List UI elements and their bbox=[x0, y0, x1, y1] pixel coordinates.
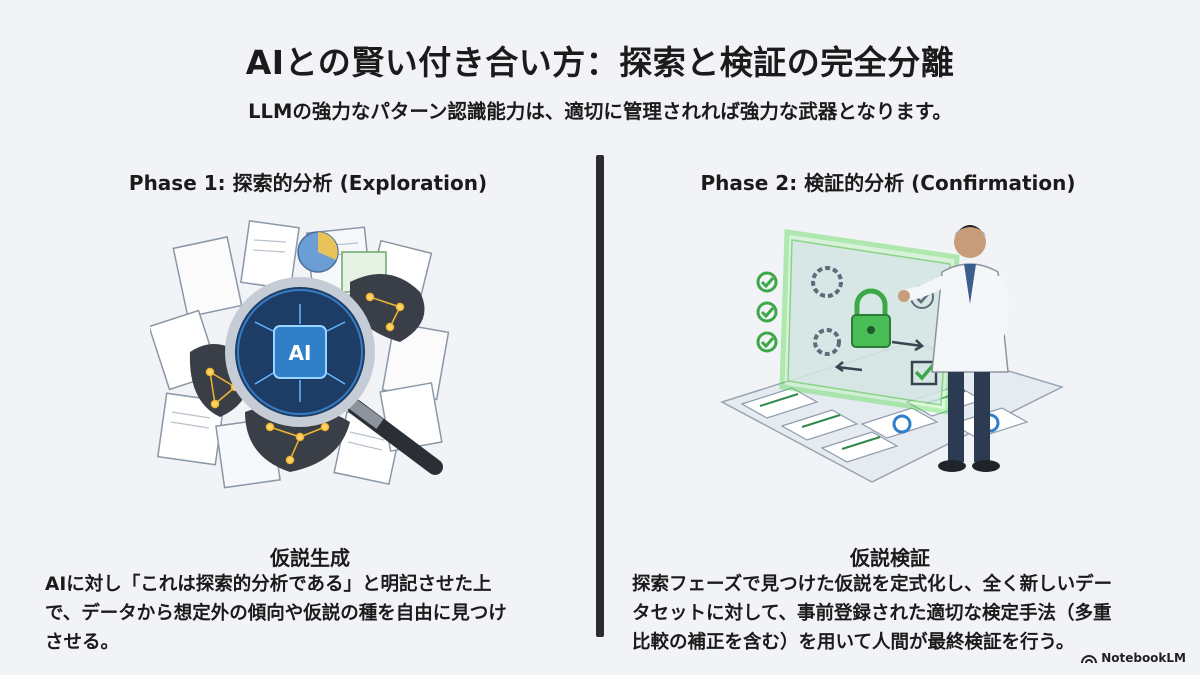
checklist-icon bbox=[756, 271, 778, 353]
scientist-icon bbox=[898, 225, 1010, 472]
phase2-description: 探索フェーズで見つけた仮説を定式化し、全く新しいデー タセットに対して、事前登録… bbox=[632, 570, 1172, 657]
phase1-description-line: で、データから想定外の傾向や仮説の種を自由に見つけ bbox=[45, 603, 507, 624]
phase2-description-line: タセットに対して、事前登録された適切な検定手法（多重 bbox=[632, 603, 1112, 624]
magnifying-glass-icon: AI bbox=[225, 277, 443, 475]
notebooklm-logo-icon bbox=[1081, 655, 1098, 664]
gear-icon bbox=[811, 266, 843, 298]
phase2-title: Phase 2: 検証的分析 (Confirmation) bbox=[700, 171, 1076, 195]
lock-icon bbox=[851, 288, 891, 348]
column-divider bbox=[596, 155, 604, 637]
phase2-section-title: 仮説検証 bbox=[850, 546, 930, 570]
exploration-illustration: AI bbox=[150, 219, 450, 489]
phase1-description: AIに対し「これは探索的分析である」と明記させた上 で、データから想定外の傾向や… bbox=[45, 570, 565, 657]
phase1-description-line: AIに対し「これは探索的分析である」と明記させた上 bbox=[45, 574, 492, 595]
phase2-description-line: 比較の補正を含む）を用いて人間が最終検証を行う。 bbox=[632, 632, 1075, 653]
verification-panel bbox=[779, 229, 960, 415]
network-graph-icon bbox=[205, 292, 405, 465]
phase1-title: Phase 1: 探索的分析 (Exploration) bbox=[128, 171, 488, 195]
ai-chip-icon bbox=[273, 325, 327, 379]
page-title: AIとの賢い付き合い方：探索と検証の完全分離 bbox=[245, 43, 955, 82]
page-subtitle: LLMの強力なパターン認識能力は、適切に管理されれば強力な武器となります。 bbox=[248, 100, 952, 123]
arrow-icon bbox=[834, 339, 925, 373]
notebooklm-brand: NotebookLM bbox=[1081, 651, 1186, 665]
confirmation-illustration bbox=[720, 225, 1065, 483]
phase1-section-title: 仮説生成 bbox=[270, 546, 350, 570]
check-box-icon bbox=[910, 360, 938, 386]
phase2-description-line: 探索フェーズで見つけた仮説を定式化し、全く新しいデー bbox=[632, 574, 1113, 595]
ai-chip-label: AI bbox=[289, 341, 312, 365]
brand-label: NotebookLM bbox=[1101, 651, 1186, 665]
phase1-description-line: させる。 bbox=[45, 632, 120, 653]
